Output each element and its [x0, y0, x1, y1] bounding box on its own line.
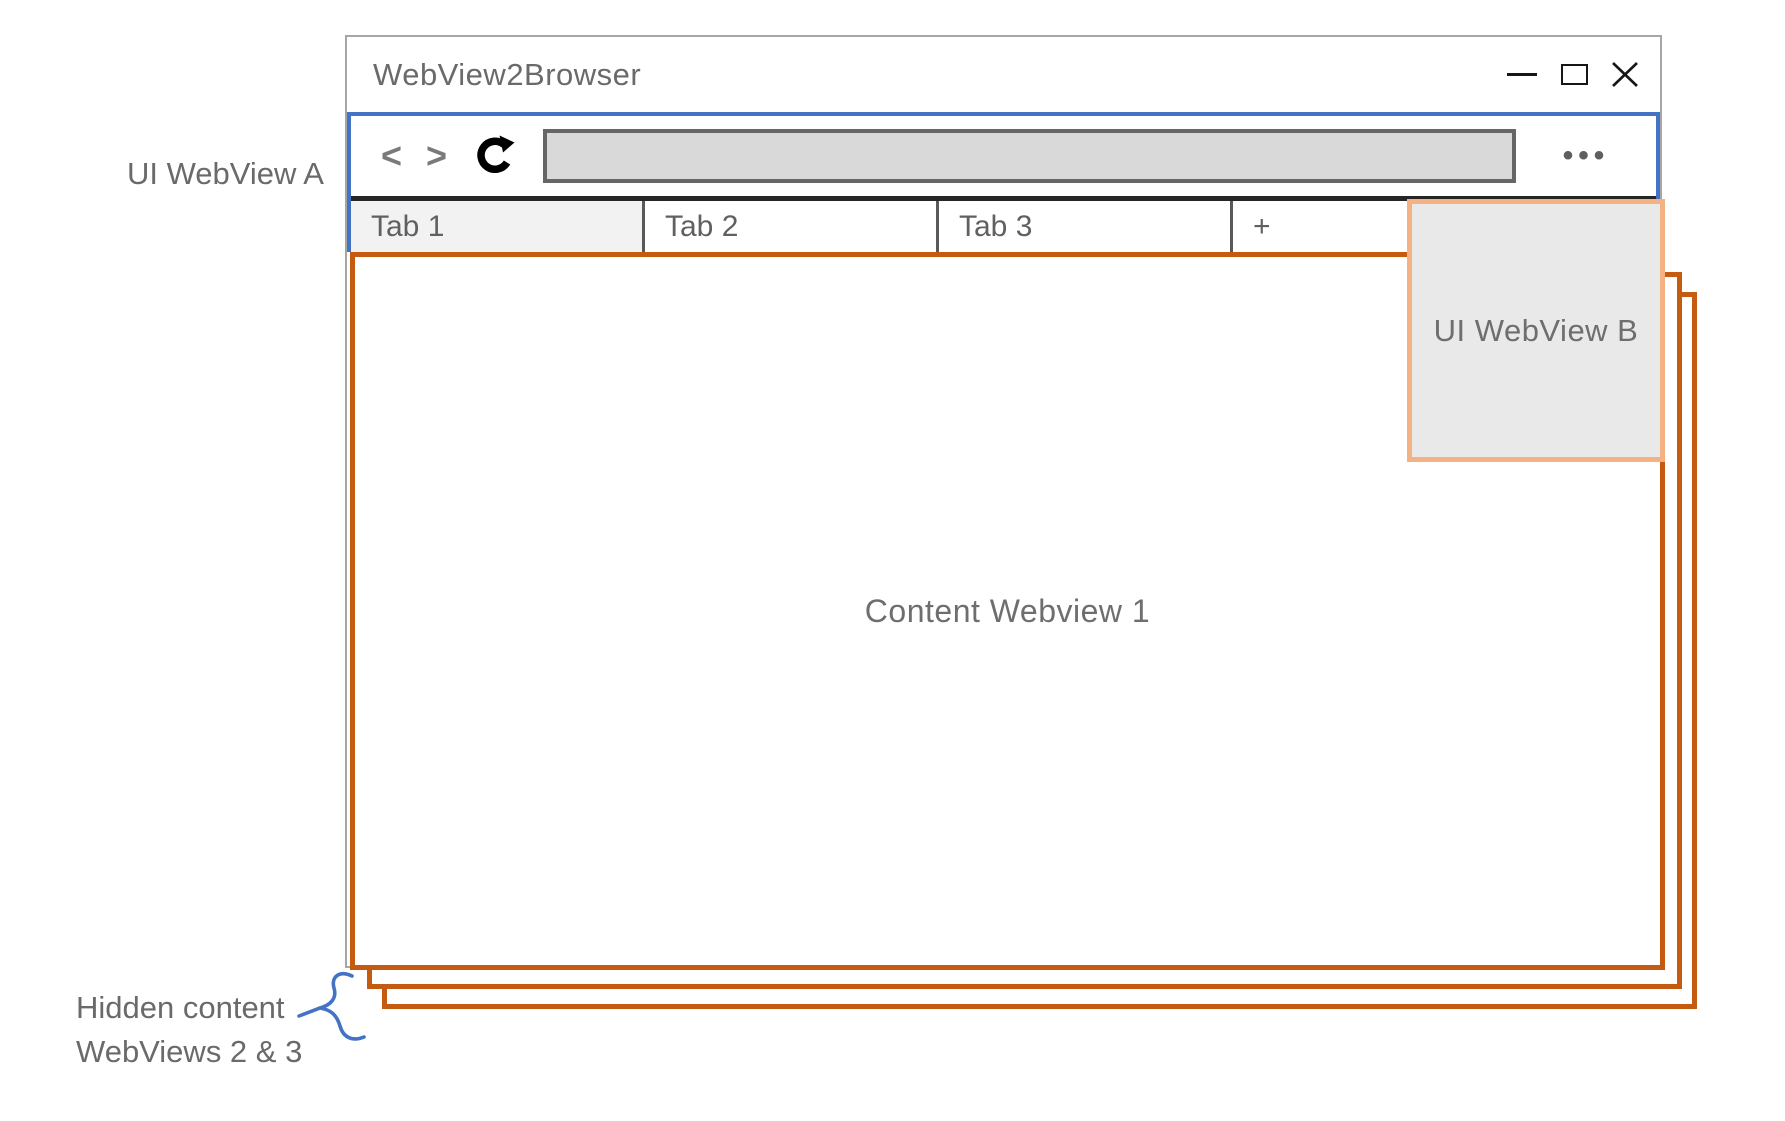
tab-label: Tab 2 [665, 209, 739, 243]
plus-icon: + [1253, 209, 1271, 243]
back-button[interactable]: < [381, 135, 403, 176]
navigation-toolbar: < > ••• [351, 116, 1656, 196]
reload-button[interactable] [473, 135, 515, 177]
title-bar: WebView2Browser [347, 37, 1660, 112]
ui-webview-a-annotation: UI WebView A [126, 156, 324, 191]
curly-brace-icon [296, 968, 378, 1053]
ellipsis-icon: ••• [1562, 139, 1610, 172]
ui-webview-b-label: UI WebView B [1433, 312, 1639, 348]
ui-webview-b-panel: UI WebView B [1407, 199, 1665, 462]
content-webview-1-label: Content Webview 1 [864, 592, 1151, 629]
tab-label: Tab 3 [959, 209, 1033, 243]
close-icon[interactable] [1612, 62, 1638, 87]
menu-button[interactable]: ••• [1516, 141, 1656, 171]
tab-label: Tab 1 [371, 209, 445, 243]
address-bar-input[interactable] [543, 129, 1516, 183]
hidden-webviews-annotation-line1: Hidden content [76, 990, 285, 1025]
window-title: WebView2Browser [373, 56, 642, 92]
hidden-webviews-annotation-line2: WebViews 2 & 3 [76, 1034, 303, 1069]
reload-icon [477, 135, 515, 173]
hidden-webviews-annotation: Hidden content WebViews 2 & 3 [76, 986, 302, 1074]
tab-2[interactable]: Tab 2 [645, 201, 939, 252]
minimize-icon[interactable] [1507, 73, 1537, 76]
maximize-icon[interactable] [1561, 64, 1588, 85]
window-controls [1507, 62, 1638, 87]
tab-3[interactable]: Tab 3 [939, 201, 1233, 252]
forward-button[interactable]: > [426, 135, 448, 176]
tab-1[interactable]: Tab 1 [351, 201, 645, 252]
